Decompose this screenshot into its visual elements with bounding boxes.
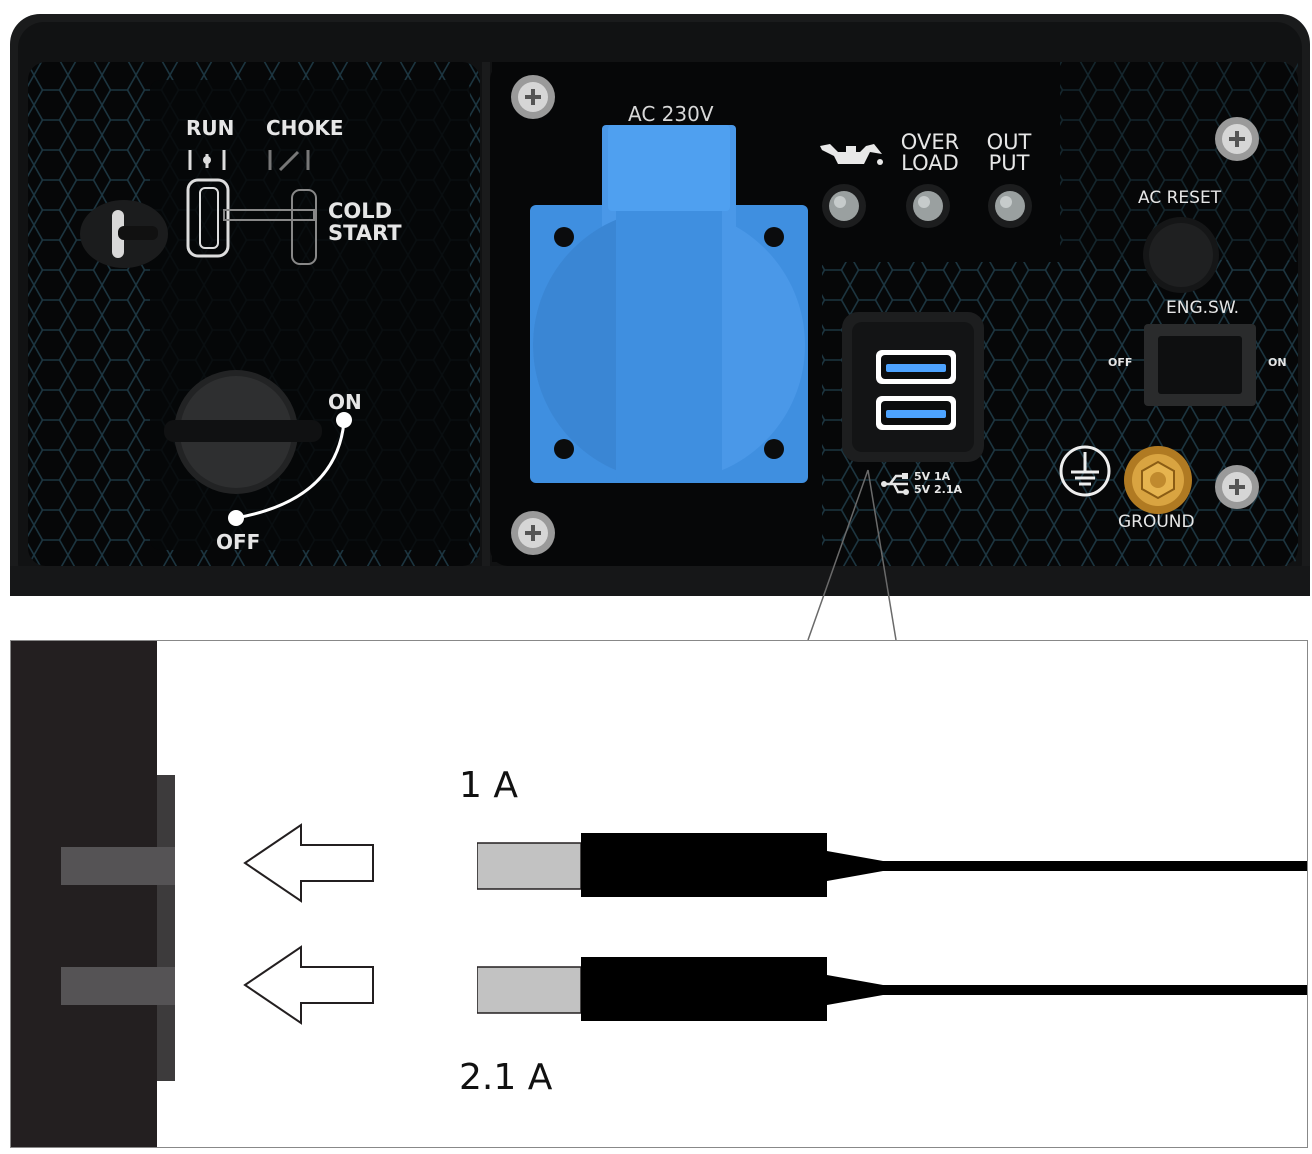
ac-socket[interactable] [530, 125, 810, 485]
overload-line2: LOAD [901, 151, 959, 175]
screw-icon [511, 511, 555, 555]
eng-sw-on-label: ON [1268, 356, 1287, 369]
cold-start-line1: COLD [328, 199, 393, 223]
usb-symbol-icon [881, 473, 909, 495]
output-line2: PUT [988, 151, 1030, 175]
cold-start-label: COLD START [328, 200, 402, 244]
usb-port-1a[interactable] [876, 350, 956, 384]
ac-reset-label: AC RESET [1138, 188, 1222, 208]
screw-icon [1215, 117, 1259, 161]
usb-rating-2: 5V 2.1A [914, 483, 962, 496]
ground-label: GROUND [1118, 512, 1195, 532]
engine-switch-knob[interactable] [160, 360, 380, 560]
choke-label: CHOKE [266, 116, 344, 140]
generator-side-section [11, 641, 157, 1147]
zoom-detail: 1 A 2.1 A [10, 640, 1308, 1148]
usb-cable-top [477, 833, 1307, 897]
usb-rating-1: 5V 1A [914, 470, 951, 483]
ac-reset-button[interactable] [1140, 214, 1222, 296]
overload-line1: OVER [900, 130, 960, 154]
switch-on-label: ON [328, 390, 362, 414]
arrow-left-icon [243, 823, 374, 903]
choke-lever[interactable] [180, 150, 340, 270]
fuel-key-knob[interactable] [78, 196, 170, 272]
run-label: RUN [186, 116, 235, 140]
port-faceplate [157, 775, 175, 1081]
screw-icon [1215, 465, 1259, 509]
screw-icon [511, 75, 555, 119]
ac-voltage-label: AC 230V [628, 102, 714, 126]
switch-off-label: OFF [216, 530, 261, 554]
oil-warning-light [822, 184, 866, 228]
output-light [988, 184, 1032, 228]
overload-light [906, 184, 950, 228]
bottom-port-current-label: 2.1 A [459, 1057, 553, 1098]
arrow-left-icon [243, 945, 374, 1025]
eng-sw-off-label: OFF [1108, 356, 1133, 369]
output-label: OUT PUT [982, 132, 1036, 174]
top-port-current-label: 1 A [459, 765, 518, 806]
usb-rating-label: 5V 1A 5V 2.1A [914, 470, 962, 496]
usb-port-2-1a[interactable] [876, 396, 956, 430]
usb-port-slot-top [61, 847, 175, 885]
choke-switch-panel [28, 62, 480, 566]
output-line1: OUT [986, 130, 1032, 154]
eng-switch[interactable] [1144, 324, 1256, 406]
usb-cable-bottom [477, 957, 1307, 1021]
ground-terminal[interactable] [1122, 444, 1194, 516]
ground-symbol-icon [1059, 445, 1111, 497]
overload-label: OVER LOAD [900, 132, 960, 174]
oil-can-icon [820, 144, 883, 165]
cold-start-line2: START [328, 221, 402, 245]
eng-sw-label: ENG.SW. [1166, 298, 1240, 318]
usb-port-slot-bottom [61, 967, 175, 1005]
